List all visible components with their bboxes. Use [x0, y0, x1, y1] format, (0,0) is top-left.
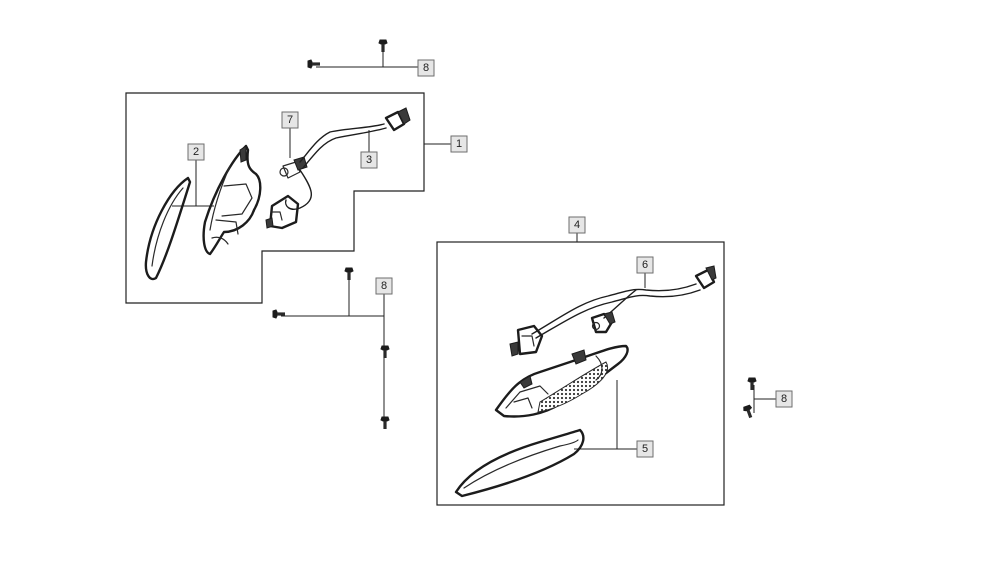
callout-2-label: 2 [193, 146, 199, 158]
wire-harness-6-drawing [531, 265, 717, 339]
callout-3: 3 [360, 151, 378, 169]
callout-5-label: 5 [642, 443, 648, 455]
callout-2: 2 [187, 143, 205, 161]
callout-8-top-label: 8 [423, 62, 429, 74]
lens-cover-right-drawing [454, 428, 585, 498]
group-frame-4 [436, 241, 725, 506]
connector-left-drawing [265, 194, 300, 230]
lamp-housing-right-drawing [494, 344, 629, 418]
callout-8-middle-label: 8 [381, 280, 387, 292]
callout-8-top: 8 [417, 59, 435, 77]
wire-harness-3-drawing [284, 107, 411, 210]
leader-lines [172, 48, 776, 450]
callout-8-right-label: 8 [781, 393, 787, 405]
lamp-housing-left-drawing [202, 144, 262, 256]
callout-7-label: 7 [287, 114, 293, 126]
group-frame-1 [125, 92, 425, 304]
callout-4-label: 4 [574, 219, 580, 231]
callout-4: 4 [568, 216, 586, 234]
callout-8-right: 8 [775, 390, 793, 408]
callout-5: 5 [636, 440, 654, 458]
connector-right-drawing [509, 324, 544, 357]
callout-8-middle: 8 [375, 277, 393, 295]
lens-cover-left-drawing [144, 176, 192, 281]
callout-6-label: 6 [642, 259, 648, 271]
callout-6: 6 [636, 256, 654, 274]
callout-3-label: 3 [366, 154, 372, 166]
callout-7: 7 [281, 111, 299, 129]
bulb-socket-6-drawing [590, 311, 616, 334]
callout-1-label: 1 [456, 138, 462, 150]
callout-1: 1 [450, 135, 468, 153]
bolt-icons [272, 39, 757, 430]
